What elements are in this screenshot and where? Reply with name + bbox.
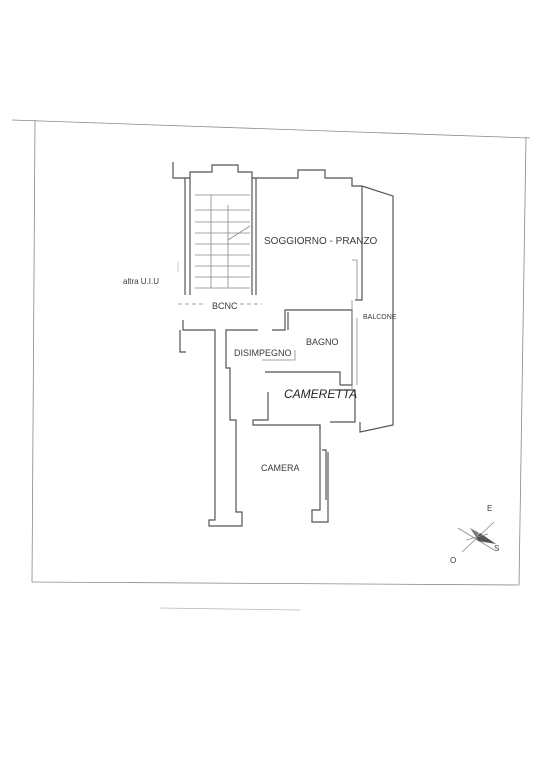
label-bcnc: BCNC	[212, 301, 238, 311]
compass-east: E	[487, 504, 492, 513]
label-bathroom: BAGNO	[306, 337, 339, 347]
scan-artifacts	[159, 262, 301, 611]
compass-west: O	[450, 556, 456, 565]
sheet-frame	[11, 119, 531, 586]
label-balcony: BALCONE	[363, 314, 397, 321]
label-room: CAMERA	[261, 463, 300, 473]
compass: E S O	[450, 504, 499, 565]
exterior-walls	[172, 162, 394, 527]
compass-south: S	[494, 544, 499, 553]
label-hallway: DISIMPEGNO	[234, 348, 292, 358]
compass-icon	[457, 521, 496, 553]
label-small-room: CAMERETTA	[284, 387, 357, 401]
label-living: SOGGIORNO - PRANZO	[264, 236, 378, 247]
label-other-unit: altra U.I.U	[123, 277, 159, 286]
staircase	[195, 194, 251, 289]
